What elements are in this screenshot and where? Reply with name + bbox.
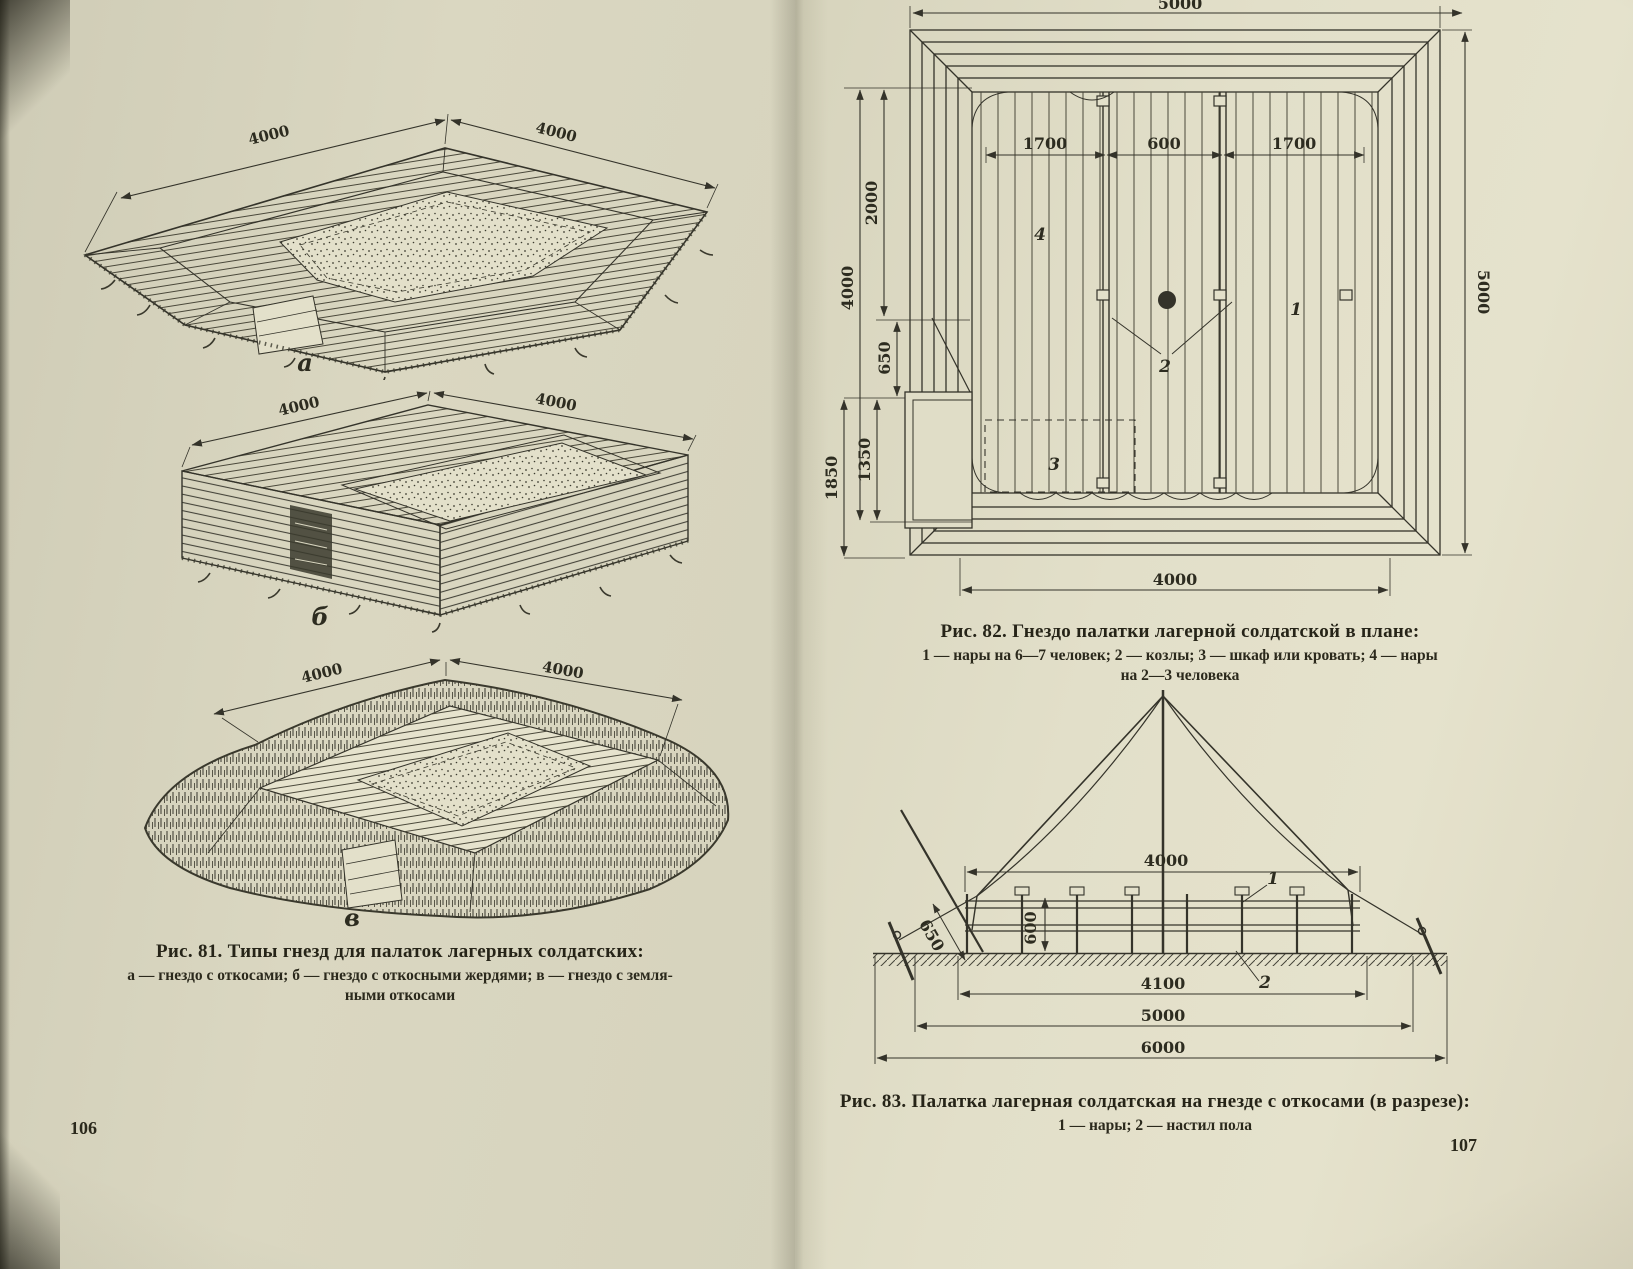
page-number-right: 107 bbox=[1450, 1135, 1477, 1155]
figure-81-caption: Рис. 81. Типы гнезд для палаток лагерных… bbox=[40, 938, 760, 1007]
figure-83-caption-title: Рис. 83. Палатка лагерная солдатская на … bbox=[839, 1091, 1471, 1112]
grass-texture-a bbox=[83, 210, 714, 380]
fig-a-dim-left: 4000 bbox=[246, 122, 291, 149]
wardrobe-dashed-outline bbox=[984, 419, 1136, 493]
figure-83-drawing: 4000 600 650 4100 5000 6000 1 2 bbox=[873, 690, 1448, 1064]
fig82-dim-1850: 1850 bbox=[822, 456, 841, 501]
figure-82-caption-line1: 1 — нары на 6—7 человек; 2 — козлы; 3 — … bbox=[922, 646, 1438, 664]
figure-82-drawing: 5000 5000 4000 2000 4000 650 1350 1850 1… bbox=[822, 0, 1493, 596]
figure-81a-drawing: 4000 4000 а bbox=[83, 113, 719, 380]
platform-a bbox=[83, 147, 709, 373]
fig82-dim-left-4000: 4000 bbox=[838, 266, 857, 311]
figure-82-caption-title: Рис. 82. Гнездо палатки лагерной солдатс… bbox=[940, 621, 1420, 642]
fig83-dim-4000: 4000 bbox=[1144, 851, 1189, 870]
fig82-dim-1700-right: 1700 bbox=[1272, 134, 1317, 153]
figure-81v-drawing: 4000 4000 в bbox=[143, 658, 730, 932]
figure-82-caption: Рис. 82. Гнездо палатки лагерной солдатс… bbox=[825, 618, 1535, 687]
fig-a-letter: а bbox=[297, 348, 313, 377]
fig-v-dim-right: 4000 bbox=[541, 658, 585, 683]
fig82-dim-2000: 2000 bbox=[862, 181, 881, 226]
platform-v bbox=[143, 678, 730, 919]
fig83-dim-600: 600 bbox=[1021, 911, 1040, 944]
fig83-dim-6000: 6000 bbox=[1141, 1038, 1186, 1057]
fig83-dim-4100: 4100 bbox=[1141, 974, 1186, 993]
figure-81-caption-title: Рис. 81. Типы гнезд для палаток лагерных… bbox=[155, 941, 645, 962]
page-left: 4000 4000 а bbox=[0, 0, 795, 1269]
figure-82-caption-line2: на 2—3 человека bbox=[1120, 667, 1240, 685]
fig82-label-4: 4 bbox=[1034, 225, 1046, 245]
plan-floor-boards bbox=[972, 92, 1378, 493]
stove-mark bbox=[1158, 291, 1176, 309]
bunk-structure bbox=[965, 886, 1360, 953]
fig82-label-3: 3 bbox=[1048, 455, 1060, 475]
plan-part-labels: 4 1 2 3 bbox=[1034, 225, 1302, 475]
tent-section bbox=[873, 690, 1447, 981]
fig82-dim-bottom: 4000 bbox=[1153, 570, 1198, 589]
grass-texture-b bbox=[181, 539, 689, 633]
fig82-dim-1350: 1350 bbox=[855, 438, 874, 483]
fig-b-letter: б bbox=[311, 602, 328, 631]
fig82-dim-top: 5000 bbox=[1158, 0, 1203, 13]
fig-a-dim-right: 4000 bbox=[534, 118, 579, 146]
plan-interior bbox=[971, 91, 1379, 500]
section-part-labels: 1 2 bbox=[1235, 869, 1279, 993]
platform-b bbox=[181, 404, 689, 616]
fig83-label-2: 2 bbox=[1258, 973, 1271, 993]
fig-b-dim-right: 4000 bbox=[534, 389, 578, 415]
fig82-dim-right: 5000 bbox=[1474, 270, 1493, 315]
figure-83-caption-line1: 1 — нары; 2 — настил пола bbox=[1057, 1116, 1253, 1134]
figure-83-caption: Рис. 83. Палатка лагерная солдатская на … bbox=[805, 1088, 1505, 1136]
fig82-dim-1700-left: 1700 bbox=[1023, 134, 1068, 153]
fig82-dim-600: 600 bbox=[1147, 134, 1180, 153]
figure-81-caption-line2: ными откосами bbox=[344, 987, 456, 1005]
fig83-dim-5000: 5000 bbox=[1141, 1006, 1186, 1025]
figure-81b-drawing: 4000 4000 б bbox=[181, 389, 697, 633]
page-number-left: 106 bbox=[70, 1118, 97, 1138]
fig83-label-1: 1 bbox=[1267, 869, 1279, 889]
page-right: 5000 5000 4000 2000 4000 650 1350 1850 1… bbox=[795, 0, 1633, 1269]
fig82-label-1: 1 bbox=[1290, 300, 1302, 320]
fig82-dim-650: 650 bbox=[875, 341, 894, 374]
figure-81-caption-line1: а — гнездо с откосами; б — гнездо с отко… bbox=[127, 966, 673, 984]
fig82-label-2: 2 bbox=[1158, 357, 1171, 377]
fig-b-dim-left: 4000 bbox=[277, 393, 322, 420]
fig-v-dim-left: 4000 bbox=[299, 659, 344, 687]
plan-dimensions: 5000 5000 4000 2000 4000 650 1350 1850 1… bbox=[822, 0, 1493, 596]
fig-v-letter: в bbox=[344, 903, 360, 932]
dimensions-a: 4000 4000 bbox=[84, 113, 719, 253]
plan-entrance bbox=[904, 317, 973, 529]
